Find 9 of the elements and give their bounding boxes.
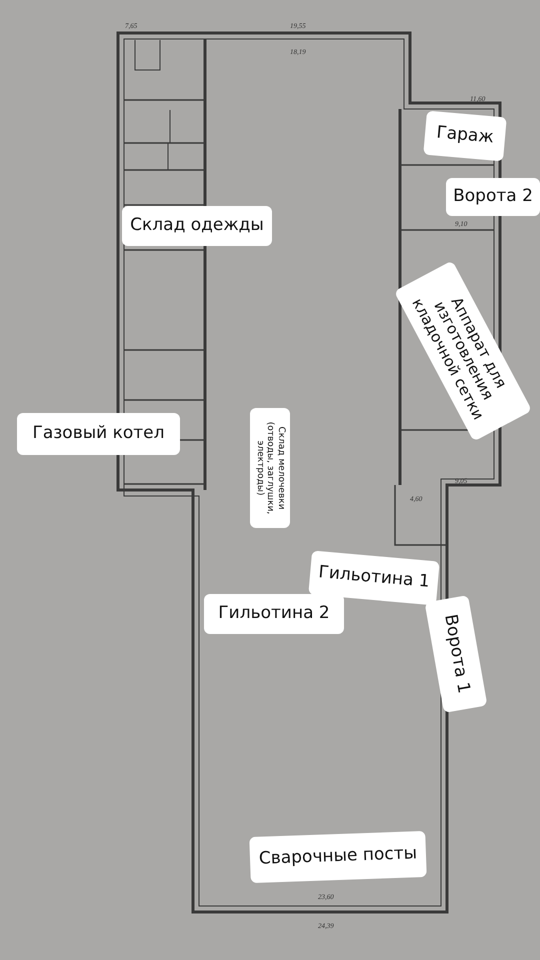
area-label: Ворота 1 [424,595,488,713]
area-label: Гараж [423,110,507,162]
area-label: Ворота 2 [446,178,540,216]
area-label: Газовый котел [17,413,180,455]
area-label: Гильотина 2 [204,594,344,634]
area-label: Сварочные посты [249,830,427,884]
area-label: Склад одежды [122,206,272,246]
area-label: Гильотина 1 [308,550,440,606]
area-label: Склад мелочевки (отводы, заглушки, электроды) [250,408,290,528]
